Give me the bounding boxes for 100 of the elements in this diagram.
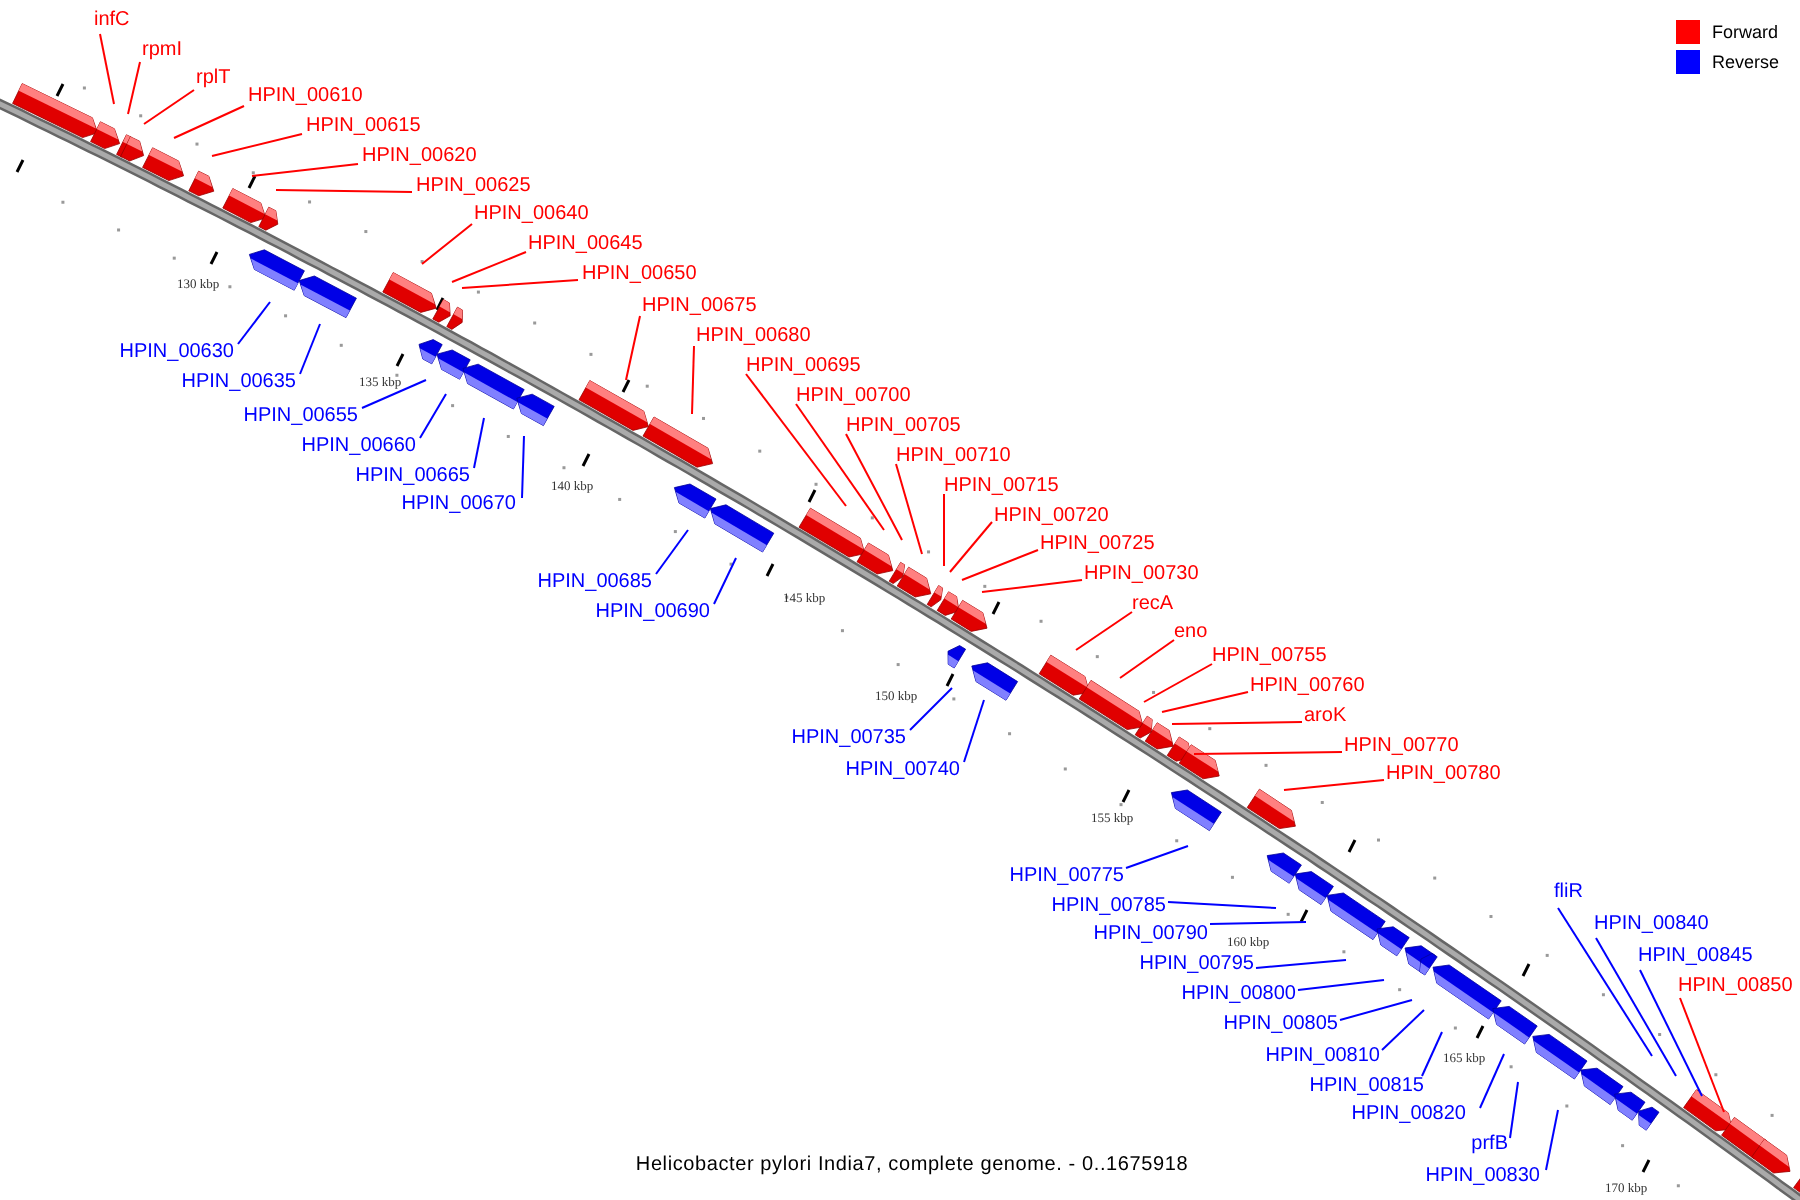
leader-line	[275, 189, 413, 193]
gene-label: recA	[1132, 591, 1174, 617]
gene-label: HPIN_00650	[582, 261, 697, 287]
gene-label: infC	[94, 7, 130, 33]
leader-line	[1421, 1031, 1443, 1077]
gene-label: HPIN_00770	[1344, 733, 1459, 759]
gene-label: HPIN_00645	[528, 231, 643, 257]
leader-line	[1143, 663, 1213, 703]
leader-line	[211, 133, 303, 157]
gene-label: HPIN_00815	[1309, 1073, 1424, 1099]
leader-line	[473, 417, 485, 469]
gene-label: aroK	[1304, 703, 1347, 729]
gene-label: HPIN_00735	[791, 725, 906, 751]
legend-label: Forward	[1712, 20, 1779, 44]
leader-line	[419, 393, 447, 439]
gene-label: HPIN_00620	[362, 143, 477, 169]
gene-label: HPIN_00820	[1351, 1101, 1466, 1127]
gene-label: HPIN_00790	[1093, 921, 1208, 947]
gene-label: HPIN_00730	[1084, 561, 1199, 587]
leader-line	[237, 301, 271, 345]
gene-label: prfB	[1471, 1131, 1508, 1157]
gene-label: HPIN_00840	[1594, 911, 1709, 937]
gene-label: HPIN_00680	[696, 323, 811, 349]
leader-line	[299, 323, 321, 375]
leader-line	[1479, 1053, 1505, 1109]
gene-label: HPIN_00665	[355, 463, 470, 489]
gene-label: HPIN_00755	[1212, 643, 1327, 669]
leader-line	[943, 493, 945, 567]
gene-label: HPIN_00690	[595, 599, 710, 625]
leader-line	[451, 251, 527, 283]
gene-label: eno	[1174, 619, 1208, 645]
gene-label: HPIN_00655	[243, 403, 358, 429]
gene-label: HPIN_00715	[944, 473, 1059, 499]
gene-label: HPIN_00725	[1040, 531, 1155, 557]
leader-line	[895, 463, 923, 555]
gene-label: HPIN_00660	[301, 433, 416, 459]
gene-label: HPIN_00640	[474, 201, 589, 227]
leader-line	[1075, 611, 1133, 651]
gene-label: HPIN_00845	[1638, 943, 1753, 969]
leader-line	[713, 557, 737, 605]
leader-line	[1283, 779, 1385, 791]
leader-line	[1545, 1109, 1559, 1171]
leader-line	[521, 435, 525, 499]
leader-line	[1255, 959, 1347, 969]
gene-label: HPIN_00780	[1386, 761, 1501, 787]
leader-line	[1297, 979, 1385, 991]
leader-line	[963, 699, 985, 763]
leader-line	[1167, 901, 1277, 909]
leader-line	[461, 279, 579, 289]
gene-label: HPIN_00760	[1250, 673, 1365, 699]
leader-line	[745, 373, 847, 507]
leader-line	[143, 89, 195, 125]
gene-label: HPIN_00610	[248, 83, 363, 109]
leader-line	[909, 687, 953, 731]
leader-line	[1639, 969, 1703, 1097]
gene-label: HPIN_00670	[401, 491, 516, 517]
leader-line	[1595, 937, 1677, 1077]
gene-label: HPIN_00795	[1139, 951, 1254, 977]
gene-label: HPIN_00740	[845, 757, 960, 783]
leader-line	[251, 163, 359, 177]
gene-label: fliR	[1554, 879, 1583, 905]
gene-label: HPIN_00830	[1425, 1163, 1540, 1189]
gene-label: HPIN_00685	[537, 569, 652, 595]
leader-line	[1679, 997, 1725, 1113]
leader-line	[1161, 691, 1249, 713]
leader-line	[1339, 999, 1413, 1021]
leader-line	[1381, 1009, 1425, 1051]
leader-line	[691, 345, 695, 415]
gene-label: HPIN_00705	[846, 413, 961, 439]
leader-line	[981, 579, 1083, 593]
leader-line	[361, 379, 427, 409]
gene-label: HPIN_00695	[746, 353, 861, 379]
gene-label: HPIN_00710	[896, 443, 1011, 469]
gene-label: HPIN_00810	[1265, 1043, 1380, 1069]
leader-line	[845, 433, 903, 541]
leader-line	[99, 33, 115, 105]
leader-line	[949, 521, 993, 573]
gene-label: HPIN_00630	[119, 339, 234, 365]
gene-label: HPIN_00700	[796, 383, 911, 409]
leader-line	[625, 315, 641, 381]
gene-label: HPIN_00775	[1009, 863, 1124, 889]
leader-line	[421, 223, 473, 265]
leader-line	[655, 529, 689, 575]
gene-label: HPIN_00850	[1678, 973, 1793, 999]
legend-label: Reverse	[1712, 50, 1780, 74]
leader-line	[1209, 921, 1307, 925]
leader-line	[173, 105, 245, 139]
leader-line	[1509, 1081, 1519, 1139]
gene-label: HPIN_00720	[994, 503, 1109, 529]
gene-label: HPIN_00635	[181, 369, 296, 395]
leader-line	[1171, 721, 1303, 725]
leader-line	[961, 549, 1039, 581]
gene-label: rplT	[196, 65, 231, 91]
leader-line	[1193, 751, 1343, 755]
gene-label: HPIN_00785	[1051, 893, 1166, 919]
gene-label: HPIN_00805	[1223, 1011, 1338, 1037]
leader-line	[1557, 907, 1653, 1057]
gene-label: HPIN_00625	[416, 173, 531, 199]
gene-label: rpmI	[142, 37, 182, 63]
leader-line	[1125, 845, 1189, 869]
